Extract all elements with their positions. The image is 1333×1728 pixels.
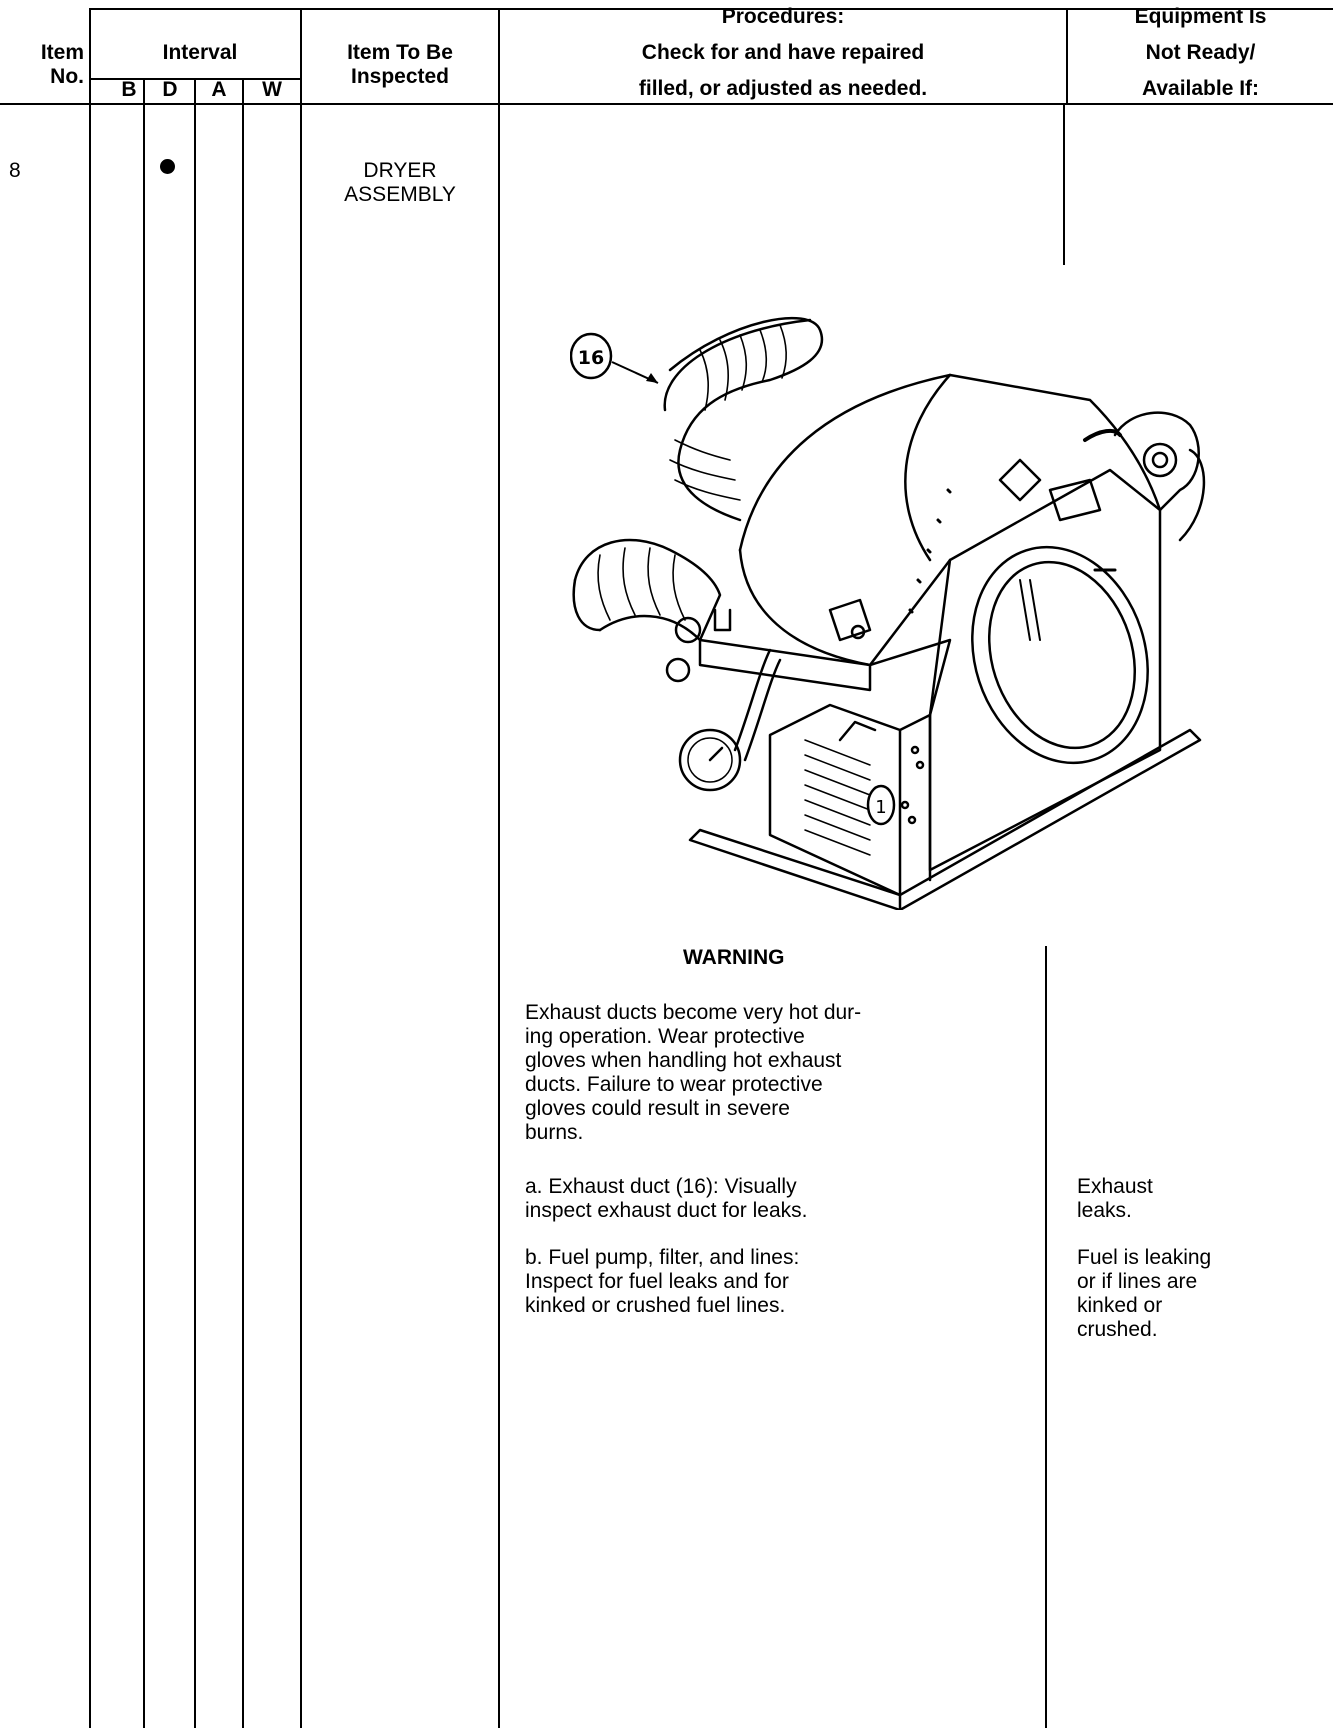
col-divider-procedures-upper — [1063, 103, 1065, 265]
warning-line: burns. — [525, 1121, 584, 1144]
header-procedures-line3: filled, or adjusted as needed. — [638, 77, 928, 100]
header-equipment-line3: Available If: — [1141, 77, 1260, 100]
header-equipment-not-ready: Equipment Is Not Ready/ Available If: — [1068, 5, 1333, 101]
row-item-line1: DRYER — [363, 159, 437, 182]
procedure-a: a. Exhaust duct (16): Visually inspect e… — [525, 1175, 1035, 1223]
dryer-assembly-illustration: 16 1 — [570, 317, 1206, 910]
door-ring — [971, 545, 1149, 765]
warning-line: ing operation. Wear protective — [525, 1025, 805, 1048]
not-ready-a: Exhaust leaks. — [1077, 1175, 1327, 1223]
header-interval-b: B — [121, 78, 137, 101]
col-divider-inspected — [498, 8, 500, 1728]
header-procedures-line2: Check for and have repaired — [641, 41, 925, 64]
header-equipment-line2: Not Ready/ — [1145, 41, 1256, 64]
procedure-b-line: b. Fuel pump, filter, and lines: — [525, 1246, 800, 1269]
col-divider-w — [300, 8, 302, 1728]
header-inspected-line2: Inspected — [350, 65, 450, 88]
control-box — [768, 703, 902, 897]
header-item-no-line2: No. — [50, 65, 84, 88]
not-ready-b: Fuel is leaking or if lines are kinked o… — [1077, 1246, 1327, 1342]
not-ready-a-line: leaks. — [1077, 1199, 1132, 1222]
header-procedures-line1: Procedures: — [721, 5, 845, 28]
col-divider-procedures — [1066, 8, 1068, 104]
row-item-to-be-inspected: DRYER ASSEMBLY — [302, 159, 498, 207]
col-divider-procedures-lower — [1045, 946, 1047, 1728]
procedure-b-line: Inspect for fuel leaks and for — [525, 1270, 789, 1293]
drum-cylinder — [738, 373, 1162, 552]
header-bottom-rule — [0, 103, 1333, 105]
callout-16: 16 — [570, 332, 659, 384]
header-item-no-line1: Item — [40, 41, 84, 64]
exhaust-duct-top — [668, 317, 824, 522]
exhaust-duct-left — [573, 538, 722, 642]
procedure-a-line: a. Exhaust duct (16): Visually — [525, 1175, 797, 1198]
gauge-dial — [678, 728, 742, 792]
warning-line: ducts. Failure to wear protective — [525, 1073, 823, 1096]
not-ready-b-line: kinked or — [1077, 1294, 1163, 1317]
burner-assembly — [1113, 411, 1200, 512]
warning-title: WARNING — [683, 946, 785, 969]
header-inspected-line1: Item To Be — [347, 41, 453, 64]
interval-d-bullet — [160, 159, 175, 174]
header-interval-title: Interval — [162, 41, 238, 64]
row-item-line2: ASSEMBLY — [344, 183, 456, 206]
procedure-b: b. Fuel pump, filter, and lines: Inspect… — [525, 1246, 1035, 1318]
col-divider-b — [143, 78, 145, 1728]
callout-16-label: 16 — [578, 347, 604, 369]
header-item-no: Item No. — [0, 41, 84, 89]
not-ready-b-line: or if lines are — [1077, 1270, 1198, 1293]
warning-line: Exhaust ducts become very hot dur- — [525, 1001, 862, 1024]
callout-1-label: 1 — [875, 797, 886, 818]
procedure-a-line: inspect exhaust duct for leaks. — [525, 1199, 808, 1222]
col-divider-a — [242, 78, 244, 1728]
procedure-b-line: kinked or crushed fuel lines. — [525, 1294, 786, 1317]
header-interval-d: D — [162, 78, 178, 101]
door-glass — [987, 560, 1137, 750]
warning-line: gloves when handling hot exhaust — [525, 1049, 842, 1072]
header-procedures: Procedures: Check for and have repaired … — [500, 5, 1066, 101]
header-item-to-be-inspected: Item To Be Inspected — [302, 41, 498, 89]
base-skid — [688, 728, 1202, 910]
warning-line: gloves could result in severe — [525, 1097, 790, 1120]
col-divider-item-no — [89, 8, 91, 1728]
not-ready-a-line: Exhaust — [1077, 1175, 1153, 1198]
warning-text: Exhaust ducts become very hot dur- ing o… — [525, 1001, 1035, 1145]
row-item-no: 8 — [9, 159, 21, 182]
table-top-rule — [90, 8, 1333, 10]
header-equipment-line1: Equipment Is — [1134, 5, 1267, 28]
not-ready-b-line: crushed. — [1077, 1318, 1158, 1341]
not-ready-b-line: Fuel is leaking — [1077, 1246, 1212, 1269]
drum-housing — [928, 468, 1162, 872]
header-interval-a: A — [211, 78, 227, 101]
header-interval-w: W — [262, 78, 282, 101]
col-divider-d — [194, 78, 196, 1728]
callout-1: 1 — [866, 784, 896, 826]
